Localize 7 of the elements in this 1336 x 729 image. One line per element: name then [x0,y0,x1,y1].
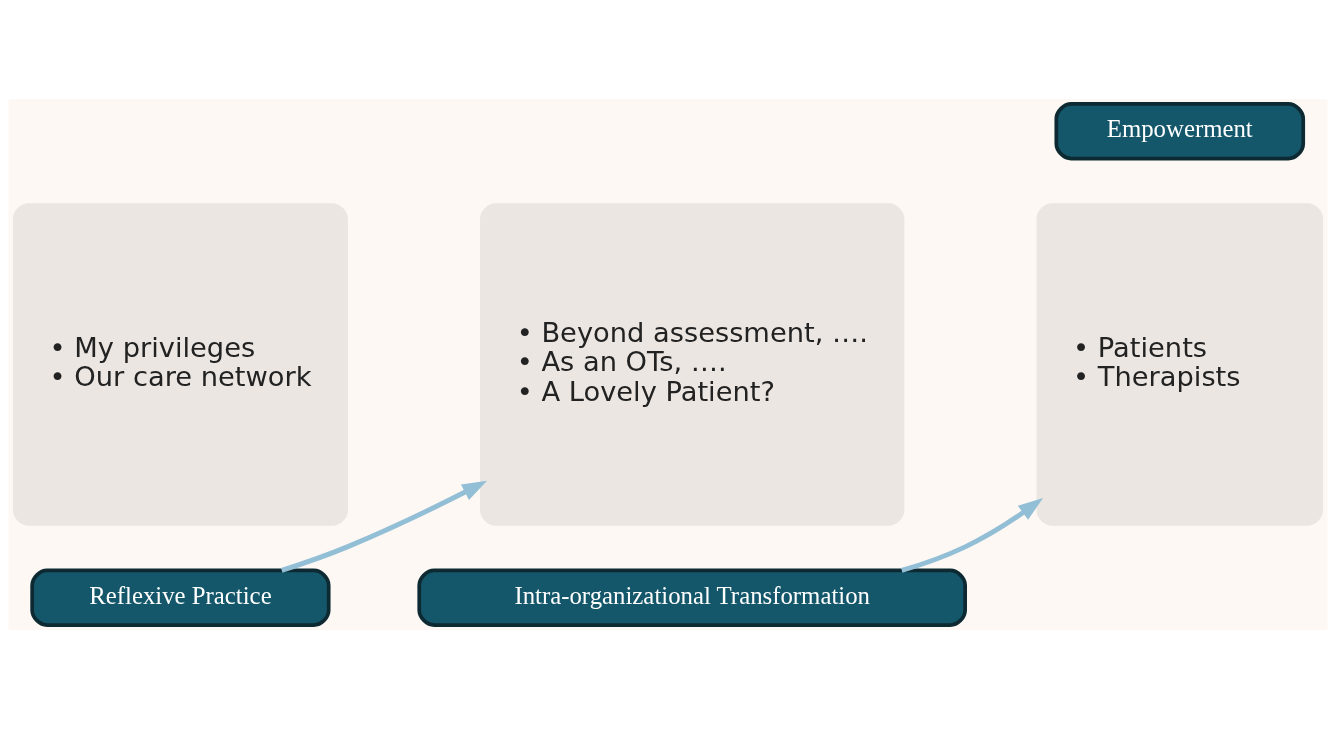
node-box: Empowerment [1054,102,1306,161]
arrow [280,480,488,573]
arrow [901,498,1044,573]
node-box: Intra-organizational Transformation [417,568,967,627]
node-box: • Beyond assessment, …. • As an OTs, …. • A Lovely Patient? [480,203,905,526]
node-box: • Patients • Therapists [1036,203,1324,526]
node-box: Reflexive Practice [30,568,331,627]
